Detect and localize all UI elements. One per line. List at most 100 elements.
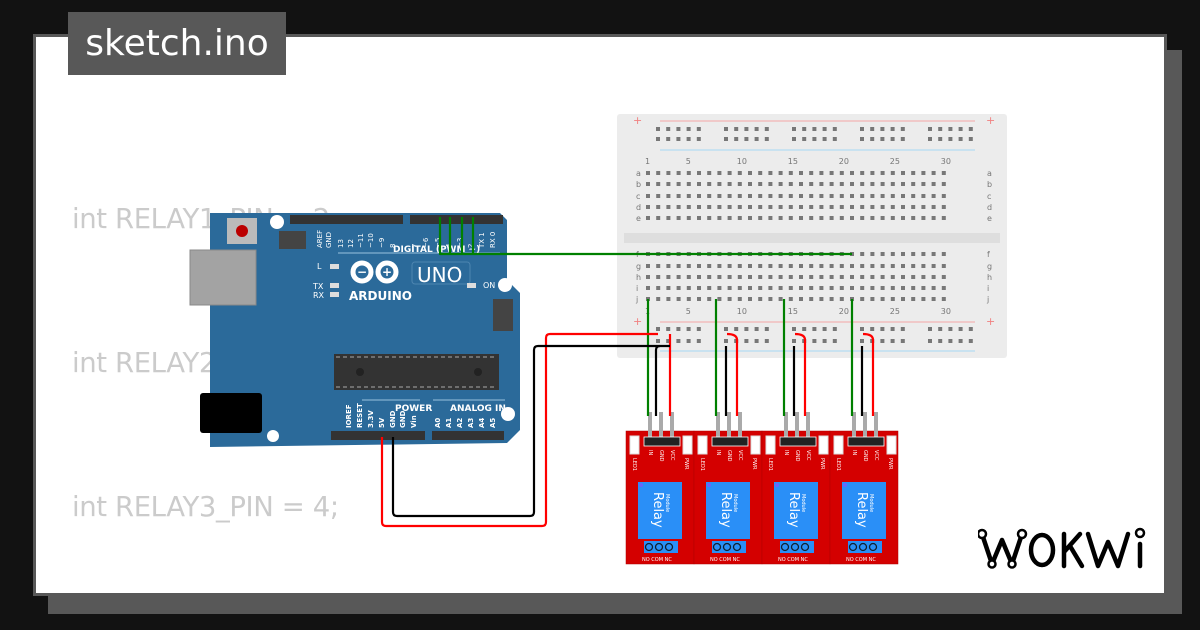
breadboard-hole[interactable] [809,182,814,186]
breadboard-hole[interactable] [768,297,773,301]
breadboard-hole[interactable] [666,297,671,301]
breadboard-hole[interactable] [911,171,916,175]
rail-hole[interactable] [860,127,864,131]
relay-terminal[interactable] [800,542,810,552]
breadboard-hole[interactable] [788,297,793,301]
breadboard-hole[interactable] [850,264,854,268]
breadboard-hole[interactable] [829,194,834,198]
breadboard-hole[interactable] [931,205,936,209]
breadboard-hole[interactable] [839,286,844,290]
relay-pin[interactable] [795,412,799,440]
breadboard-hole[interactable] [656,205,661,209]
breadboard-hole[interactable] [819,216,824,220]
breadboard-hole[interactable] [707,286,712,290]
breadboard-hole[interactable] [768,171,773,175]
rail-hole[interactable] [744,327,749,331]
breadboard-hole[interactable] [686,275,691,279]
breadboard-hole[interactable] [809,275,814,279]
breadboard-hole[interactable] [748,297,752,301]
breadboard-hole[interactable] [941,205,946,209]
breadboard-hole[interactable] [788,182,793,186]
file-tab[interactable]: sketch.ino [68,12,286,75]
breadboard-hole[interactable] [829,297,834,301]
relay-pin[interactable] [727,412,731,440]
rail-hole[interactable] [968,339,973,343]
breadboard-hole[interactable] [646,275,650,279]
breadboard-hole[interactable] [809,194,814,198]
breadboard-hole[interactable] [697,275,701,279]
breadboard-hole[interactable] [941,171,946,175]
breadboard-hole[interactable] [901,264,905,268]
rail-hole[interactable] [870,327,875,331]
breadboard-hole[interactable] [880,194,885,198]
breadboard-hole[interactable] [829,275,834,279]
rail-hole[interactable] [938,137,943,141]
breadboard-hole[interactable] [870,264,875,268]
rail-hole[interactable] [880,137,885,141]
breadboard-hole[interactable] [727,275,732,279]
breadboard-hole[interactable] [850,286,854,290]
breadboard-hole[interactable] [921,264,926,268]
breadboard-hole[interactable] [890,297,895,301]
breadboard-hole[interactable] [921,275,926,279]
rail-hole[interactable] [900,137,905,141]
breadboard-hole[interactable] [778,182,783,186]
rail-hole[interactable] [792,127,796,131]
breadboard-hole[interactable] [880,205,885,209]
breadboard-hole[interactable] [860,297,865,301]
rail-hole[interactable] [900,327,905,331]
rail-hole[interactable] [686,127,691,131]
breadboard-hole[interactable] [676,264,681,268]
breadboard-hole[interactable] [707,171,712,175]
breadboard-hole[interactable] [646,182,650,186]
relay-pin[interactable] [648,412,652,440]
breadboard-hole[interactable] [829,182,834,186]
breadboard-hole[interactable] [911,216,916,220]
breadboard-hole[interactable] [768,275,773,279]
breadboard-hole[interactable] [686,297,691,301]
rail-hole[interactable] [666,339,671,343]
breadboard-hole[interactable] [717,205,722,209]
breadboard-hole[interactable] [707,216,712,220]
breadboard-hole[interactable] [666,275,671,279]
relay-pin[interactable] [806,412,810,440]
breadboard-hole[interactable] [737,182,742,186]
breadboard-hole[interactable] [860,264,865,268]
breadboard-hole[interactable] [758,275,763,279]
rail-hole[interactable] [686,327,691,331]
breadboard-hole[interactable] [768,286,773,290]
relay-terminal[interactable] [664,542,674,552]
breadboard-hole[interactable] [748,286,752,290]
breadboard-hole[interactable] [931,171,936,175]
rail-hole[interactable] [744,339,749,343]
breadboard-hole[interactable] [921,297,926,301]
breadboard-hole[interactable] [666,205,671,209]
breadboard-hole[interactable] [819,194,824,198]
breadboard-hole[interactable] [788,216,793,220]
rail-hole[interactable] [938,127,943,131]
rail-hole[interactable] [686,339,691,343]
breadboard-hole[interactable] [778,297,783,301]
breadboard-hole[interactable] [890,182,895,186]
breadboard-hole[interactable] [799,264,803,268]
rail-hole[interactable] [900,127,905,131]
breadboard-hole[interactable] [819,286,824,290]
breadboard-hole[interactable] [697,297,701,301]
breadboard-hole[interactable] [697,286,701,290]
breadboard-hole[interactable] [941,264,946,268]
breadboard-hole[interactable] [799,275,803,279]
breadboard-hole[interactable] [911,264,916,268]
rail-hole[interactable] [754,127,759,131]
rail-hole[interactable] [812,137,817,141]
breadboard-hole[interactable] [707,182,712,186]
breadboard-hole[interactable] [676,275,681,279]
breadboard-hole[interactable] [788,194,793,198]
rail-hole[interactable] [958,339,963,343]
breadboard-hole[interactable] [727,171,732,175]
relay-terminal[interactable] [732,542,742,552]
rail-hole[interactable] [822,137,827,141]
relay-pin[interactable] [738,412,742,440]
breadboard-hole[interactable] [870,171,875,175]
breadboard-hole[interactable] [676,216,681,220]
relay-pin[interactable] [716,412,720,440]
